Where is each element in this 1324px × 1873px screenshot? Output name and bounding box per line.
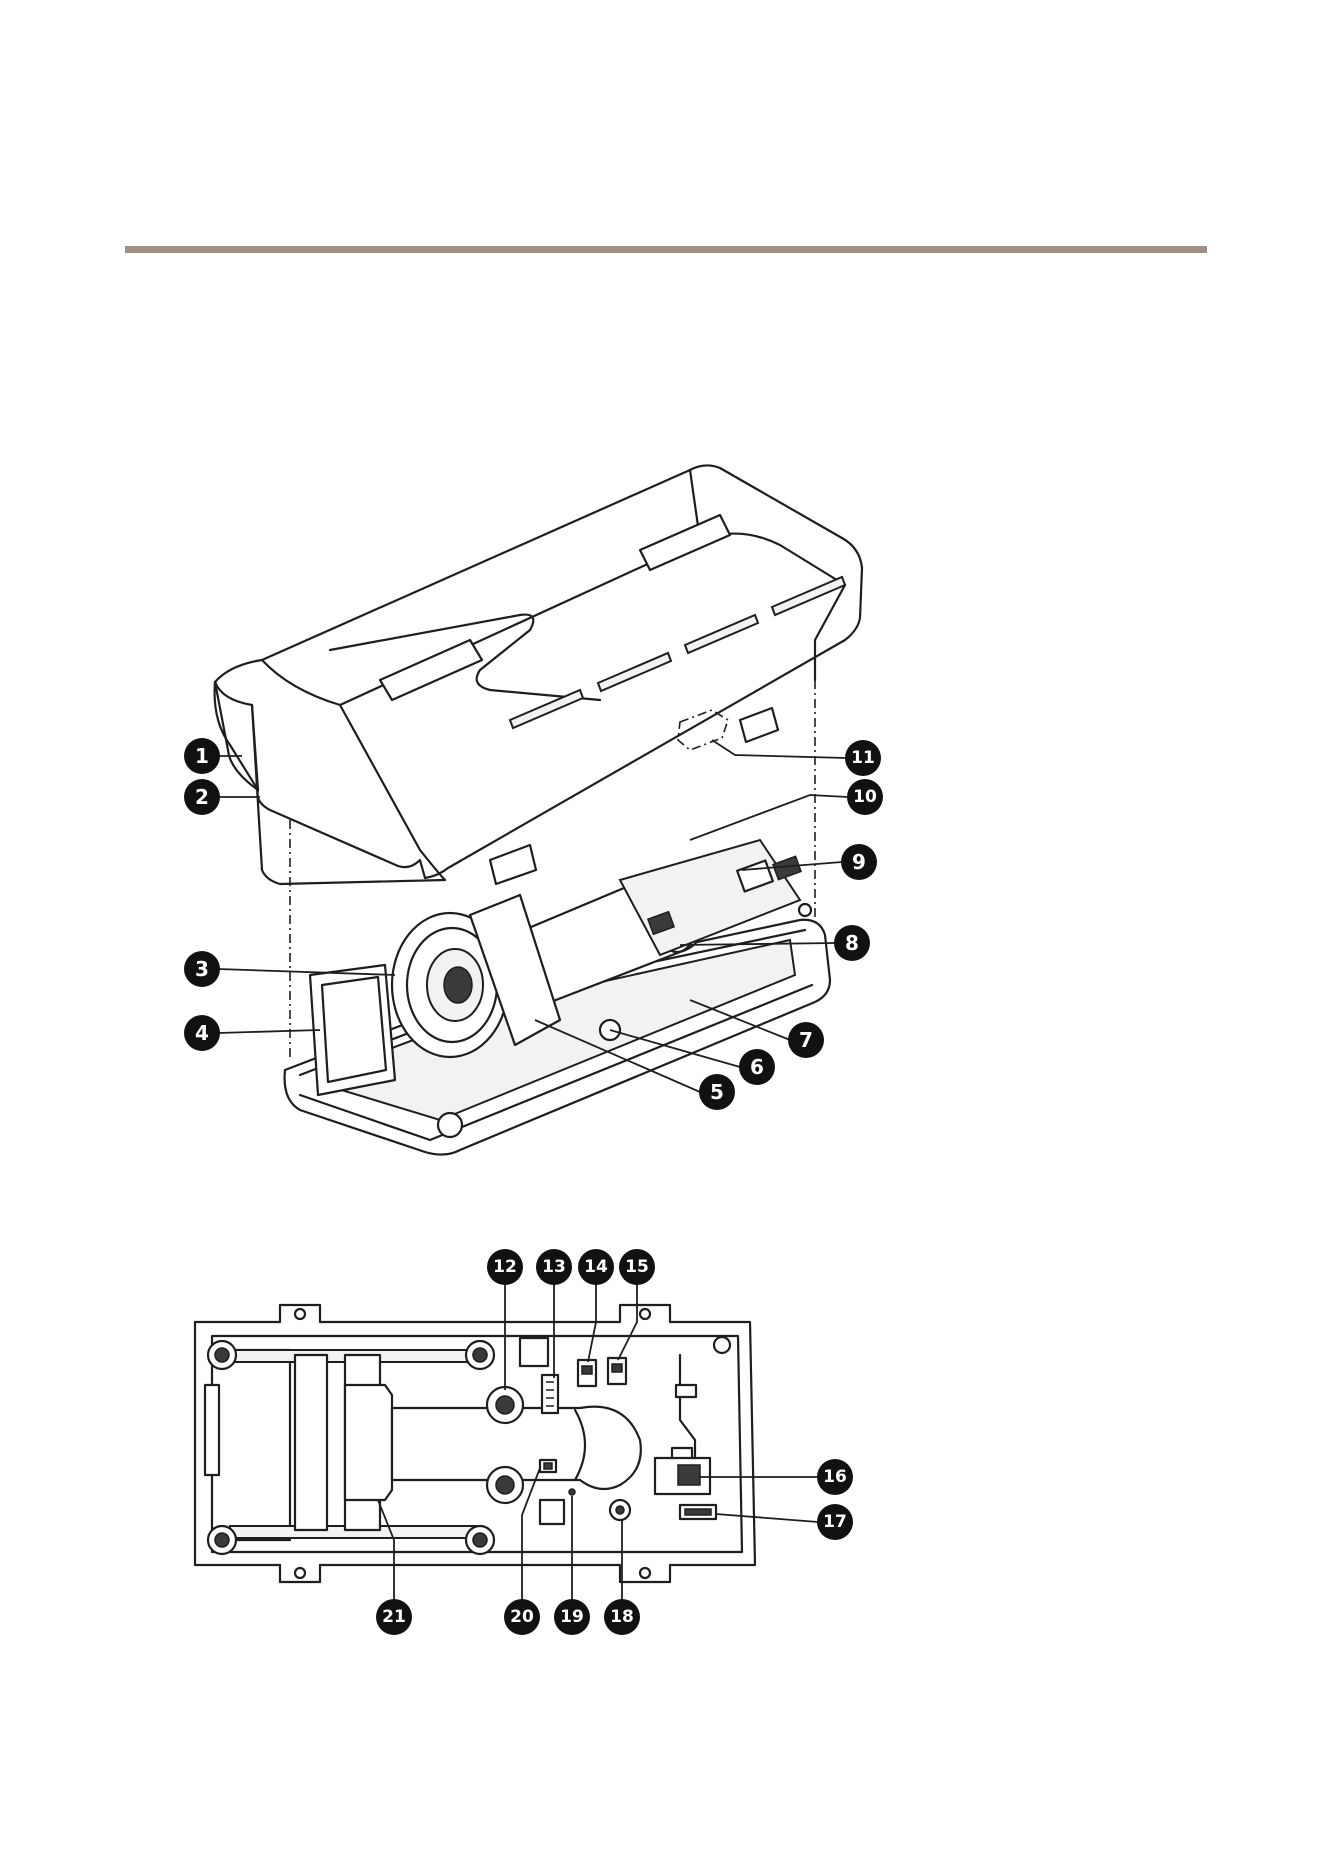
svg-text:6: 6 <box>750 1055 764 1079</box>
callout-11: 11 <box>845 740 881 776</box>
svg-text:5: 5 <box>710 1080 724 1104</box>
svg-text:10: 10 <box>853 787 877 807</box>
callout-3: 3 <box>184 951 220 987</box>
callout-20: 20 <box>504 1599 540 1635</box>
callout-1: 1 <box>184 738 220 774</box>
callout-9: 9 <box>841 844 877 880</box>
callout-13: 13 <box>536 1249 572 1285</box>
callout-17: 17 <box>817 1504 853 1540</box>
callout-15: 15 <box>619 1249 655 1285</box>
svg-text:20: 20 <box>510 1607 534 1627</box>
svg-text:16: 16 <box>823 1467 847 1487</box>
callout-19: 19 <box>554 1599 590 1635</box>
callout-14: 14 <box>578 1249 614 1285</box>
svg-text:7: 7 <box>799 1028 813 1052</box>
svg-text:19: 19 <box>560 1607 584 1627</box>
svg-text:8: 8 <box>845 931 859 955</box>
svg-text:2: 2 <box>195 785 209 809</box>
svg-text:11: 11 <box>851 748 875 768</box>
callout-10: 10 <box>847 779 883 815</box>
callout-6: 6 <box>739 1049 775 1085</box>
svg-text:21: 21 <box>382 1607 406 1627</box>
callout-5: 5 <box>699 1074 735 1110</box>
svg-text:4: 4 <box>195 1021 209 1045</box>
callout-12: 12 <box>487 1249 523 1285</box>
callout-18: 18 <box>604 1599 640 1635</box>
svg-text:17: 17 <box>823 1512 847 1532</box>
svg-text:15: 15 <box>625 1257 649 1277</box>
svg-text:13: 13 <box>542 1257 566 1277</box>
svg-text:9: 9 <box>852 850 866 874</box>
svg-text:3: 3 <box>195 957 209 981</box>
housing-top-view <box>195 1305 755 1582</box>
callout-21: 21 <box>376 1599 412 1635</box>
svg-text:1: 1 <box>195 744 209 768</box>
callout-4: 4 <box>184 1015 220 1051</box>
callout-16: 16 <box>817 1459 853 1495</box>
callout-8: 8 <box>834 925 870 961</box>
svg-text:14: 14 <box>584 1257 608 1277</box>
svg-text:12: 12 <box>493 1257 517 1277</box>
callout-2: 2 <box>184 779 220 815</box>
callout-7: 7 <box>788 1022 824 1058</box>
svg-text:18: 18 <box>610 1607 634 1627</box>
